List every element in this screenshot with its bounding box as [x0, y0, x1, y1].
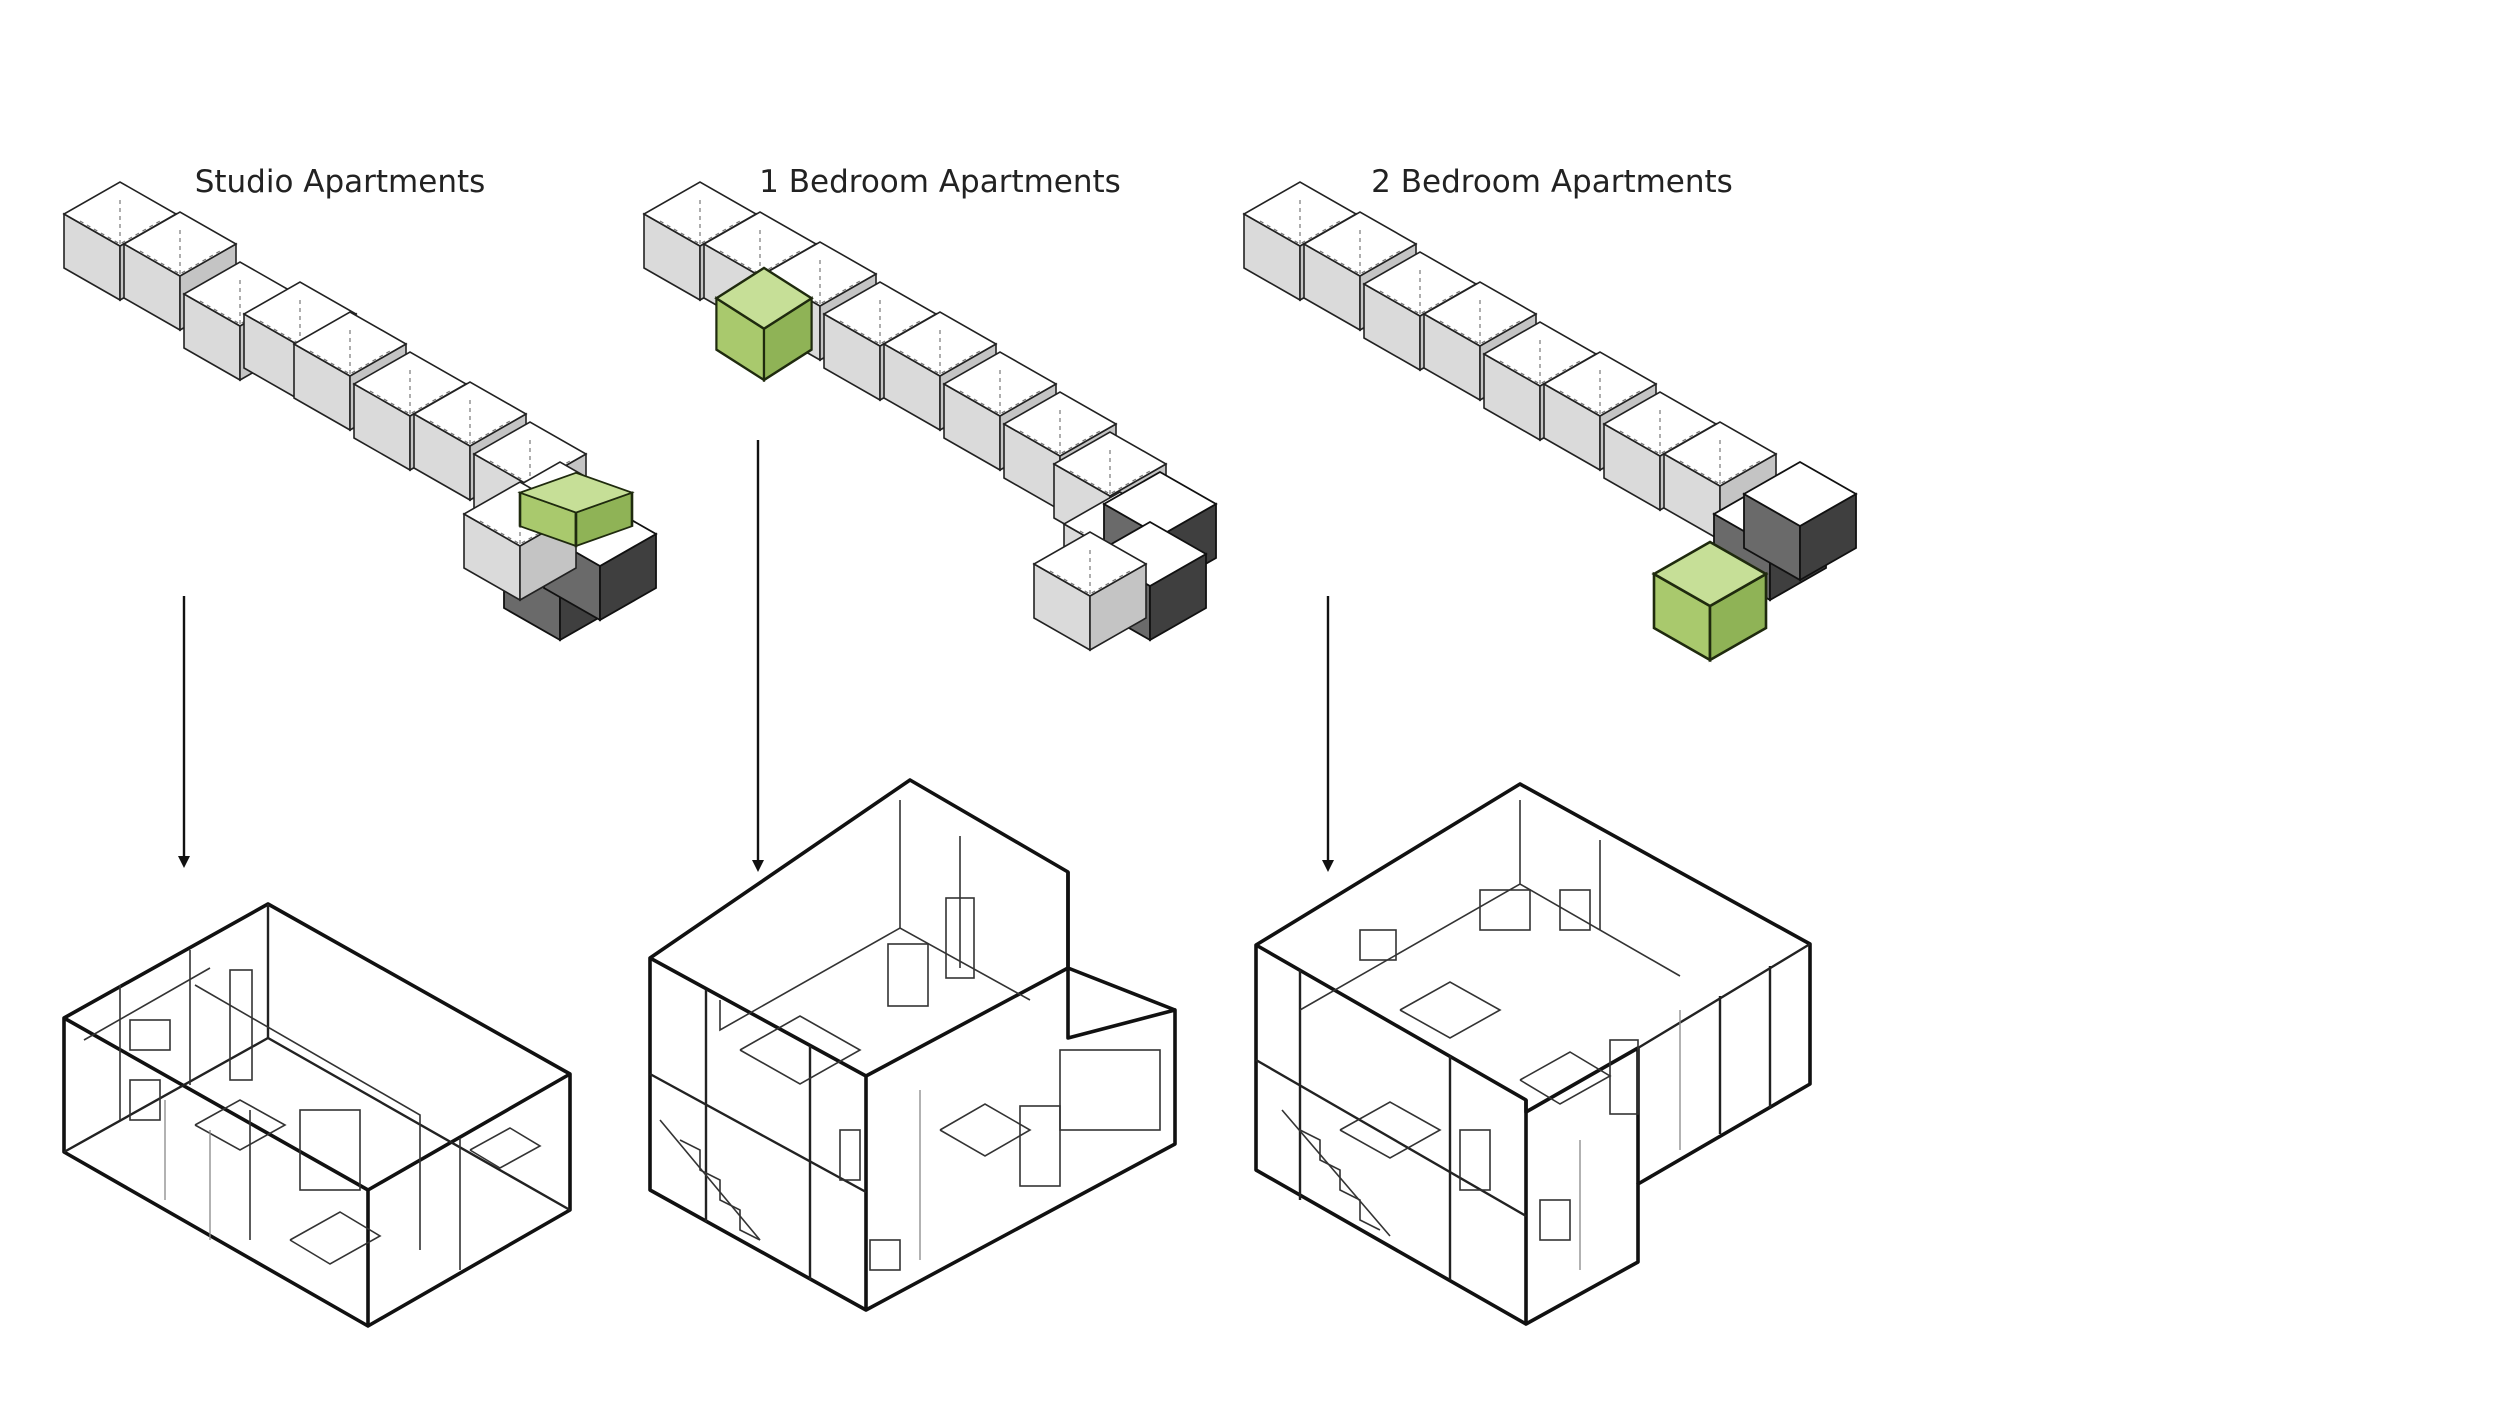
building-mass-two-bedroom: [1243, 181, 1857, 601]
building-mass-one-bedroom: [643, 181, 1217, 651]
building-mass-studio: [63, 181, 657, 641]
unit-axon-two-bedroom: [1254, 782, 1812, 1326]
unit-axon-studio: [62, 902, 572, 1328]
title-one-bedroom: 1 Bedroom Apartments: [759, 164, 1121, 200]
unit-axon-one-bedroom: [648, 778, 1177, 1312]
title-studio: Studio Apartments: [195, 164, 486, 200]
title-two-bedroom: 2 Bedroom Apartments: [1371, 164, 1733, 200]
